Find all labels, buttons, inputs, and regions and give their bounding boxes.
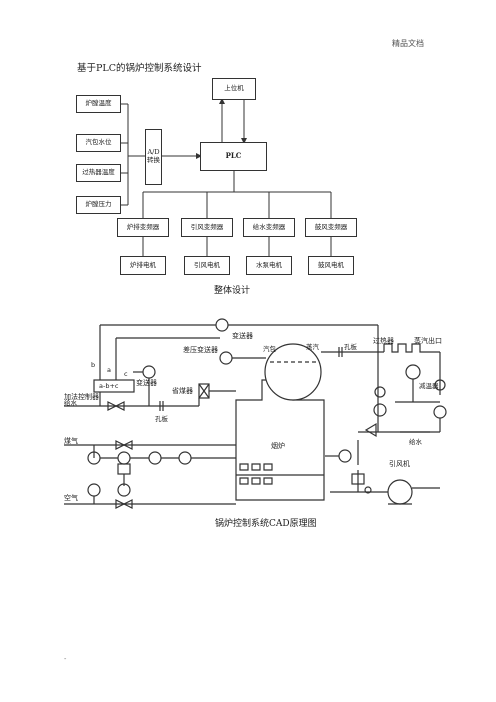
label-steam: 蒸汽 [306, 343, 319, 351]
label-air: 空气 [64, 494, 78, 502]
block-diagram-caption: 整体设计 [214, 286, 251, 296]
host-computer-box: 上位机 [212, 78, 256, 100]
input-box-furnace-temp: 炉膛温度 [76, 95, 121, 113]
label-furnace: 烟炉 [271, 442, 285, 450]
input-box-drum-level: 汽包水位 [76, 134, 121, 152]
label-economizer: 省煤器 [172, 387, 193, 395]
label-c: c [124, 370, 128, 378]
vfd-feedwater: 给水变频器 [243, 218, 295, 237]
ad-converter-box: A/D 转换 [145, 129, 162, 185]
vfd-grate: 炉排变频器 [117, 218, 169, 237]
label-transmitter-top: 变送器 [232, 332, 253, 340]
label-coal: 煤气 [64, 437, 78, 445]
ad-label-2: 转换 [147, 156, 160, 164]
label-orifice-top: 孔板 [344, 343, 357, 351]
label-feedwater-left: 给水 [64, 399, 77, 407]
watermark: 精品文档 [392, 39, 424, 48]
motor-blower: 鼓风电机 [308, 256, 354, 275]
vfd-blower: 鼓风变频器 [305, 218, 357, 237]
footer-mark: - [64, 655, 67, 663]
label-orifice-left: 孔板 [155, 415, 168, 423]
label-feedwater-right: 给水 [409, 438, 422, 446]
cad-caption: 锅炉控制系统CAD原理图 [215, 519, 317, 529]
label-steam-outlet: 蒸汽出口 [414, 337, 442, 345]
input-box-furnace-pressure: 炉膛压力 [76, 196, 121, 214]
page-title: 基于PLC的锅炉控制系统设计 [77, 63, 202, 74]
motor-grate: 炉排电机 [120, 256, 166, 275]
label-induced-fan: 引风机 [389, 460, 410, 468]
label-adder: 加法控制器 [64, 393, 99, 401]
ad-label: A/D [147, 148, 160, 157]
block-diagram-lines [121, 98, 332, 256]
label-superheater: 过热器 [373, 337, 394, 345]
label-transmitter-left: 变送器 [136, 379, 157, 387]
label-a: a [107, 366, 111, 374]
input-box-superheater-temp: 过热器温度 [76, 164, 121, 182]
label-diff-transmitter: 差压变送器 [183, 346, 218, 354]
motor-pump: 水泵电机 [246, 256, 292, 275]
label-desuperheater: 减温器 [419, 382, 439, 390]
vfd-induced: 引风变频器 [181, 218, 233, 237]
label-formula: a-b+c [99, 382, 119, 390]
plc-box: PLC [200, 142, 267, 171]
motor-induced: 引风电机 [184, 256, 230, 275]
label-b: b [91, 361, 96, 369]
label-steam-drum: 汽包 [263, 345, 276, 353]
